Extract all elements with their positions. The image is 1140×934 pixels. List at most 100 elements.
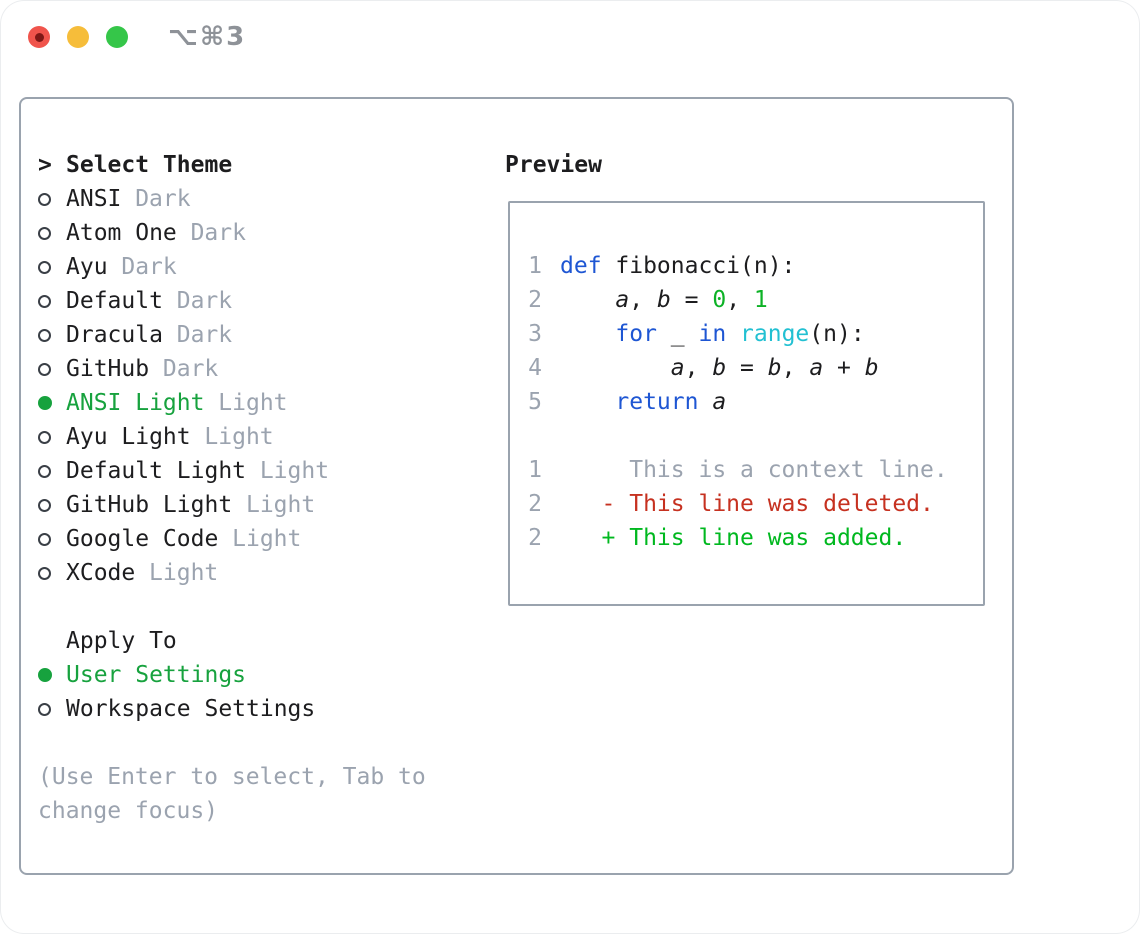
code-line: 3 for _ in range(n): <box>528 317 983 351</box>
radio-icon <box>38 284 66 318</box>
radio-icon <box>38 488 66 522</box>
code-token-plain: = <box>726 355 768 381</box>
radio-icon <box>38 250 66 284</box>
code-token-plain: + <box>823 355 865 381</box>
theme-name: XCode <box>66 560 136 586</box>
theme-option[interactable]: Default Light Light <box>38 454 426 488</box>
code-token-plain <box>560 283 615 317</box>
code-token-var: a <box>809 355 824 381</box>
radio-icon <box>38 556 66 590</box>
line-number: 4 <box>528 355 542 381</box>
theme-name: Ayu <box>66 254 108 280</box>
theme-variant: Light <box>259 458 330 484</box>
line-number: 1 <box>528 457 542 483</box>
theme-variant: Light <box>232 526 302 552</box>
close-button[interactable] <box>28 26 50 48</box>
apply-to-indent <box>38 624 66 658</box>
theme-option[interactable]: Ayu Dark <box>38 250 426 284</box>
diff-text: + This line was added. <box>560 525 907 551</box>
radio-icon <box>38 420 66 454</box>
theme-name: Dracula <box>66 322 163 348</box>
radio-unselected-icon <box>38 702 51 716</box>
code-token-var: b <box>767 355 782 381</box>
code-token-var: b <box>864 355 879 381</box>
radio-icon <box>38 454 66 488</box>
apply-to-title: Apply To <box>66 628 177 654</box>
radio-unselected-icon <box>38 294 51 308</box>
code-token-plain: (n): <box>809 321 865 347</box>
diff-line-del: 2 - This line was deleted. <box>528 487 983 521</box>
code-token-plain: , <box>684 355 713 381</box>
radio-unselected-icon <box>38 430 51 444</box>
apply-option[interactable]: Workspace Settings <box>38 692 426 726</box>
radio-selected-icon <box>38 668 52 682</box>
code-token-var: a <box>615 287 630 313</box>
radio-unselected-icon <box>38 498 51 512</box>
line-number: 3 <box>528 321 542 347</box>
minimize-button[interactable] <box>67 26 89 48</box>
hint-line-1: (Use Enter to select, Tab to <box>38 764 426 790</box>
theme-option[interactable]: Default Dark <box>38 284 426 318</box>
maximize-button[interactable] <box>106 26 128 48</box>
theme-variant: Light <box>149 560 219 586</box>
code-token-plain: _ <box>656 321 699 347</box>
apply-option-label: Workspace Settings <box>66 696 316 722</box>
apply-option[interactable]: User Settings <box>38 658 426 692</box>
radio-unselected-icon <box>38 464 51 478</box>
traffic-lights <box>28 26 128 48</box>
code-token-num: 1 <box>753 287 768 313</box>
theme-option[interactable]: GitHub Dark <box>38 352 426 386</box>
theme-variant: Dark <box>162 356 219 382</box>
theme-variant: Dark <box>176 288 233 314</box>
radio-icon <box>38 658 66 692</box>
theme-name: GitHub <box>66 356 150 382</box>
theme-name: ANSI Light <box>66 390 205 416</box>
theme-variant: Light <box>204 424 274 450</box>
line-number: 2 <box>528 525 542 551</box>
code-token-var: b <box>656 287 671 313</box>
code-token-plain <box>560 317 615 351</box>
radio-icon <box>38 692 66 726</box>
code-token-plain <box>560 385 615 419</box>
preview-panel-header: Preview <box>505 148 602 182</box>
theme-panel-header: > Select Theme <box>38 148 426 182</box>
radio-icon <box>38 318 66 352</box>
theme-option[interactable]: XCode Light <box>38 556 426 590</box>
theme-option[interactable]: Ayu Light Light <box>38 420 426 454</box>
code-token-var: a <box>712 389 727 415</box>
theme-name: Default Light <box>66 458 247 484</box>
theme-variant: Dark <box>121 254 177 280</box>
radio-unselected-icon <box>38 260 51 274</box>
apply-to-header: Apply To <box>38 624 426 658</box>
code-token-var: a <box>670 355 685 381</box>
diff-text: - This line was deleted. <box>560 491 934 517</box>
code-token-plain: = <box>670 287 713 313</box>
code-token-plain <box>698 385 712 419</box>
code-line: 2 a, b = 0, 1 <box>528 283 983 317</box>
radio-icon <box>38 182 66 216</box>
theme-name: GitHub Light <box>66 492 233 518</box>
apply-option-label: User Settings <box>66 662 247 688</box>
focus-caret-icon: > <box>38 152 52 178</box>
theme-name: Ayu Light <box>66 424 191 450</box>
radio-unselected-icon <box>38 328 51 342</box>
theme-variant: Dark <box>135 186 191 212</box>
close-button-dot <box>34 32 44 42</box>
code-token-plain: , <box>726 287 754 313</box>
code-token-kw: def <box>560 253 602 279</box>
theme-name: Default <box>66 288 163 314</box>
preview-title: Preview <box>505 152 602 178</box>
line-number: 1 <box>528 253 542 279</box>
diff-line-ctx: 1 This is a context line. <box>528 453 983 487</box>
window-shortcut-label: ⌥⌘3 <box>168 22 247 52</box>
